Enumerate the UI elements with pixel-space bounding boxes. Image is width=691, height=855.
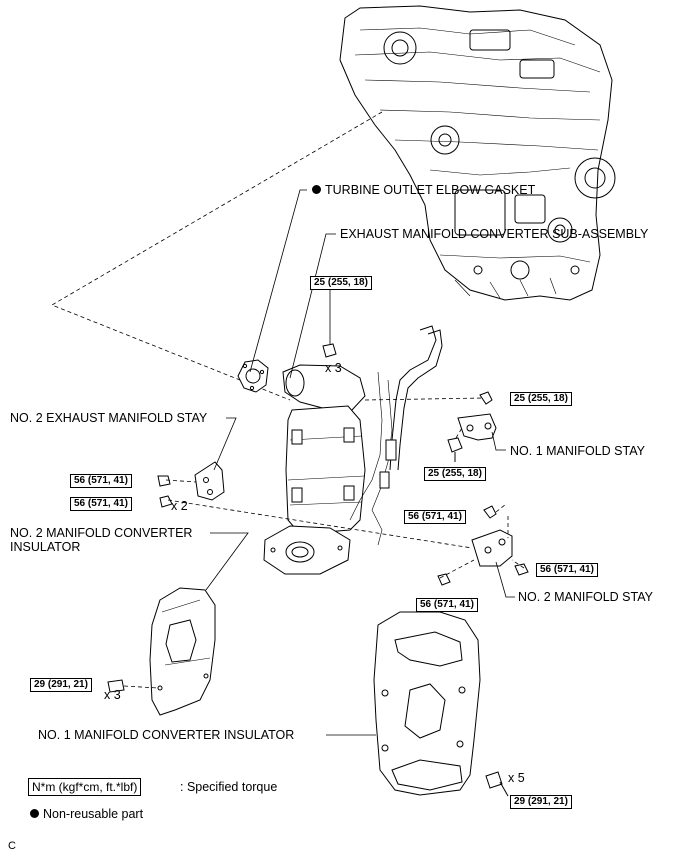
label-no2-exhaust-manifold-stay: NO. 2 EXHAUST MANIFOLD STAY [10, 411, 208, 425]
assembly-line-3 [495, 503, 507, 513]
torque-spec-no2-exhaust-stay-lower: 56 (571, 41) [70, 497, 132, 511]
quantity-no1-insulator-bolts: x 5 [508, 771, 525, 785]
torque-spec-no1-stay-upper: 25 (255, 18) [510, 392, 572, 406]
label-exhaust-manifold-converter: EXHAUST MANIFOLD CONVERTER SUB-ASSEMBLY [340, 227, 649, 241]
quantity-top-bolts: x 3 [325, 361, 342, 375]
bolt-top [322, 343, 337, 358]
legend-torque-text: : Specified torque [180, 780, 278, 794]
turbine-outlet-elbow-gasket-part [237, 359, 269, 393]
exhaust-manifold-converter-part [263, 325, 443, 575]
engine-illustration [339, 5, 616, 301]
no1-manifold-stay-part [447, 391, 497, 462]
legend-non-reusable: Non-reusable part [30, 807, 143, 821]
label-turbine-outlet-elbow-gasket: TURBINE OUTLET ELBOW GASKET [312, 183, 535, 197]
assembly-line-6 [455, 427, 463, 439]
leader-exhaust-converter [289, 233, 336, 379]
legend-torque-unit-box: N*m (kgf*cm, ft.*lbf) [28, 778, 142, 796]
leader-no2-exhaust-stay [213, 417, 237, 471]
label-no2-manifold-converter-insulator-line1: NO. 2 MANIFOLD CONVERTER [10, 526, 193, 540]
leader-no1-stay [491, 431, 506, 451]
quantity-no2-insulator-bolts: x 3 [104, 688, 121, 702]
leader-no2-insulator [205, 532, 249, 591]
torque-spec-no1-stay-lower: 25 (255, 18) [424, 467, 486, 481]
label-no1-manifold-converter-insulator: NO. 1 MANIFOLD CONVERTER INSULATOR [38, 728, 295, 742]
torque-spec-no1-insulator: 29 (291, 21) [510, 795, 572, 809]
label-no2-manifold-stay: NO. 2 MANIFOLD STAY [518, 590, 653, 604]
torque-spec-no2-stay-lower: 56 (571, 41) [416, 598, 478, 612]
torque-spec-top: 25 (255, 18) [310, 276, 372, 290]
label-no1-manifold-stay: NO. 1 MANIFOLD STAY [510, 444, 645, 458]
no2-manifold-stay-part [437, 505, 529, 586]
torque-spec-no2-exhaust-stay-upper: 56 (571, 41) [70, 474, 132, 488]
assembly-line-1 [364, 397, 485, 401]
corner-mark: C [8, 840, 16, 852]
leader-no2-stay [495, 561, 515, 598]
assembly-line-4 [165, 479, 197, 483]
projection-line-engine [51, 111, 383, 401]
non-reusable-dot-icon [30, 809, 39, 818]
assembly-line-8 [511, 559, 525, 569]
torque-spec-no2-stay-upper: 56 (571, 41) [404, 510, 466, 524]
label-no2-manifold-converter-insulator-line2: INSULATOR [10, 540, 81, 554]
non-reusable-dot-icon [312, 185, 321, 194]
torque-spec-no2-stay-right: 56 (571, 41) [536, 563, 598, 577]
torque-spec-no2-insulator: 29 (291, 21) [30, 678, 92, 692]
no2-exhaust-manifold-stay-part [157, 461, 225, 508]
quantity-no2-exhaust-stay-bolts: x 2 [171, 499, 188, 513]
no1-manifold-converter-insulator-part [373, 611, 509, 797]
leader-turbine-gasket [249, 189, 307, 373]
no2-manifold-converter-insulator-part [107, 587, 216, 716]
assembly-line-2 [167, 499, 473, 549]
